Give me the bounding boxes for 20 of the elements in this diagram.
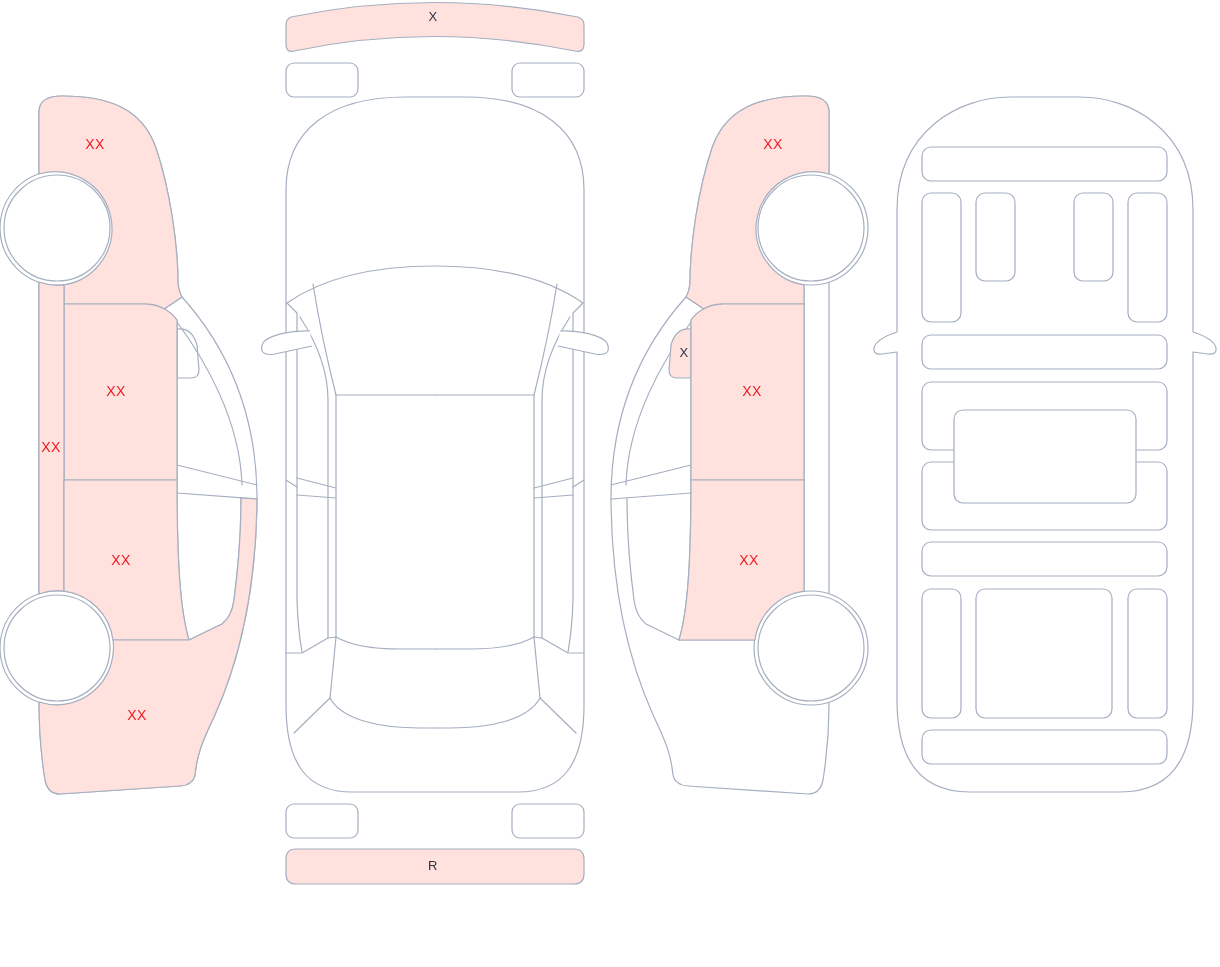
panel-code: XX xyxy=(106,384,126,398)
panel-code: XX xyxy=(85,137,105,151)
door-panel xyxy=(63,479,190,641)
panel-code: XX xyxy=(739,553,759,567)
front-bumper xyxy=(284,0,586,54)
fender-panel xyxy=(685,95,831,311)
panel-code: XX xyxy=(742,384,762,398)
panel-code: X xyxy=(679,345,689,359)
panel-code: XX xyxy=(111,553,131,567)
panel-code: X xyxy=(428,9,438,23)
panel-code: XX xyxy=(127,708,147,722)
rear-bumper xyxy=(285,848,585,885)
panel-code: XX xyxy=(41,440,61,454)
door-panel xyxy=(63,303,178,481)
door-panel xyxy=(690,303,805,481)
door-panel xyxy=(678,479,805,641)
fender-panel xyxy=(38,95,184,311)
panel-code: XX xyxy=(763,137,783,151)
sill-panel xyxy=(38,281,65,596)
panel-code: R xyxy=(428,858,438,872)
